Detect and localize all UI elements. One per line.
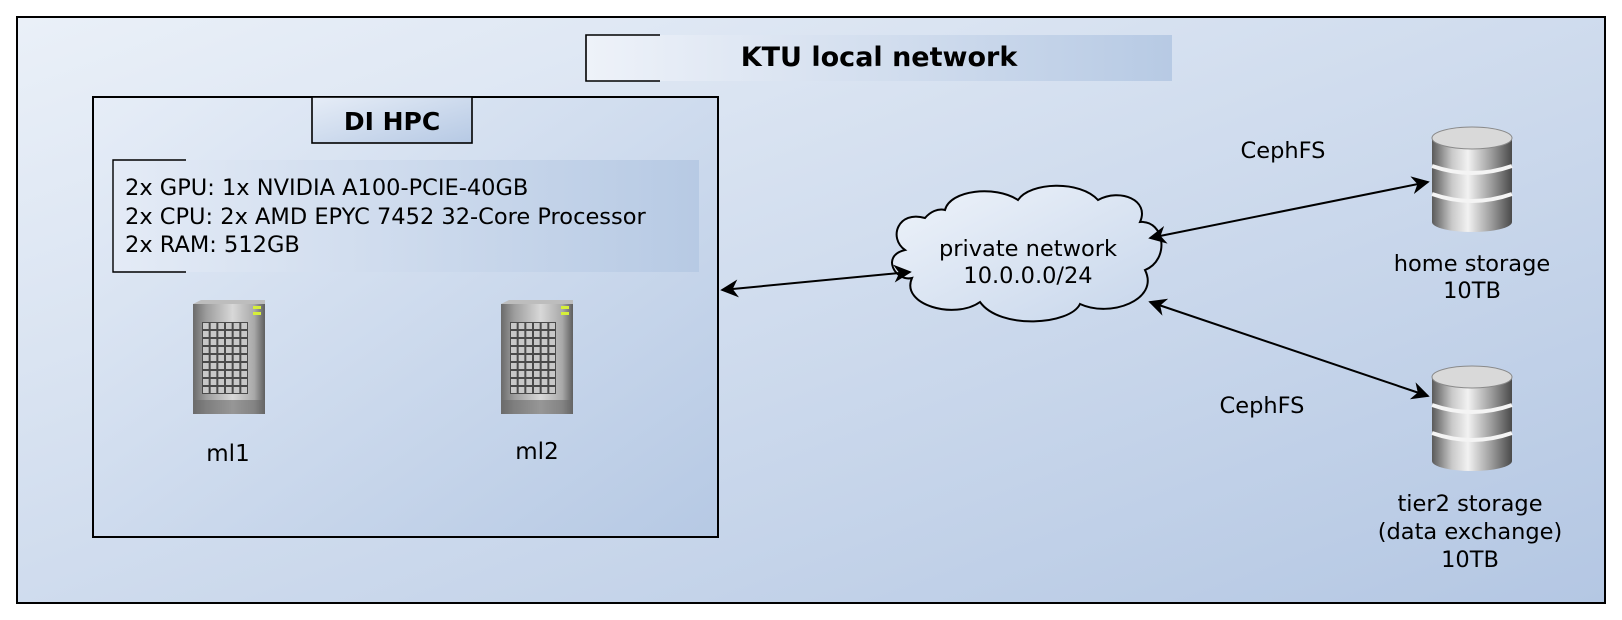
storage-home-name: home storage — [1394, 251, 1550, 277]
cluster-title-tab: DI HPC — [311, 96, 473, 144]
link-cluster-network — [720, 264, 912, 298]
node-label-ml1: ml1 — [206, 441, 249, 467]
storage-tier2: tier2 storage (data exchange) 10TB — [1378, 365, 1563, 573]
node-ml1: ml1 — [193, 300, 265, 467]
server-grille — [511, 323, 555, 393]
link-network-tier2 — [1148, 298, 1430, 400]
link-label-tier2: CephFS — [1220, 393, 1305, 419]
spec-gpu: 2x GPU: 1x NVIDIA A100-PCIE-40GB — [125, 175, 528, 201]
database-icon — [1431, 365, 1513, 471]
private-network-subnet: 10.0.0.0/24 — [963, 263, 1092, 289]
node-ml2: ml2 — [501, 300, 573, 465]
server-grille — [203, 323, 247, 393]
spec-cpu: 2x CPU: 2x AMD EPYC 7452 32-Core Process… — [125, 204, 647, 230]
server-tower-icon — [193, 300, 265, 414]
storage-tier2-size: 10TB — [1441, 547, 1499, 573]
storage-home-size: 10TB — [1443, 278, 1501, 304]
database-icon — [1431, 126, 1513, 232]
cluster-title: DI HPC — [344, 107, 440, 136]
private-network-name: private network — [939, 236, 1117, 262]
cluster-specs: 2x GPU: 1x NVIDIA A100-PCIE-40GB 2x CPU:… — [112, 159, 699, 273]
storage-tier2-name: tier2 storage — [1397, 491, 1542, 517]
node-label-ml2: ml2 — [515, 439, 558, 465]
storage-tier2-desc: (data exchange) — [1378, 519, 1563, 545]
server-tower-icon — [501, 300, 573, 414]
link-network-home — [1148, 176, 1430, 244]
storage-home: home storage 10TB — [1394, 126, 1550, 304]
link-label-home: CephFS — [1241, 138, 1326, 164]
network-title: KTU local network — [741, 42, 1019, 73]
private-network: private network 10.0.0.0/24 — [891, 184, 1163, 323]
network-title-banner: KTU local network — [585, 34, 1172, 82]
spec-ram: 2x RAM: 512GB — [125, 232, 300, 258]
